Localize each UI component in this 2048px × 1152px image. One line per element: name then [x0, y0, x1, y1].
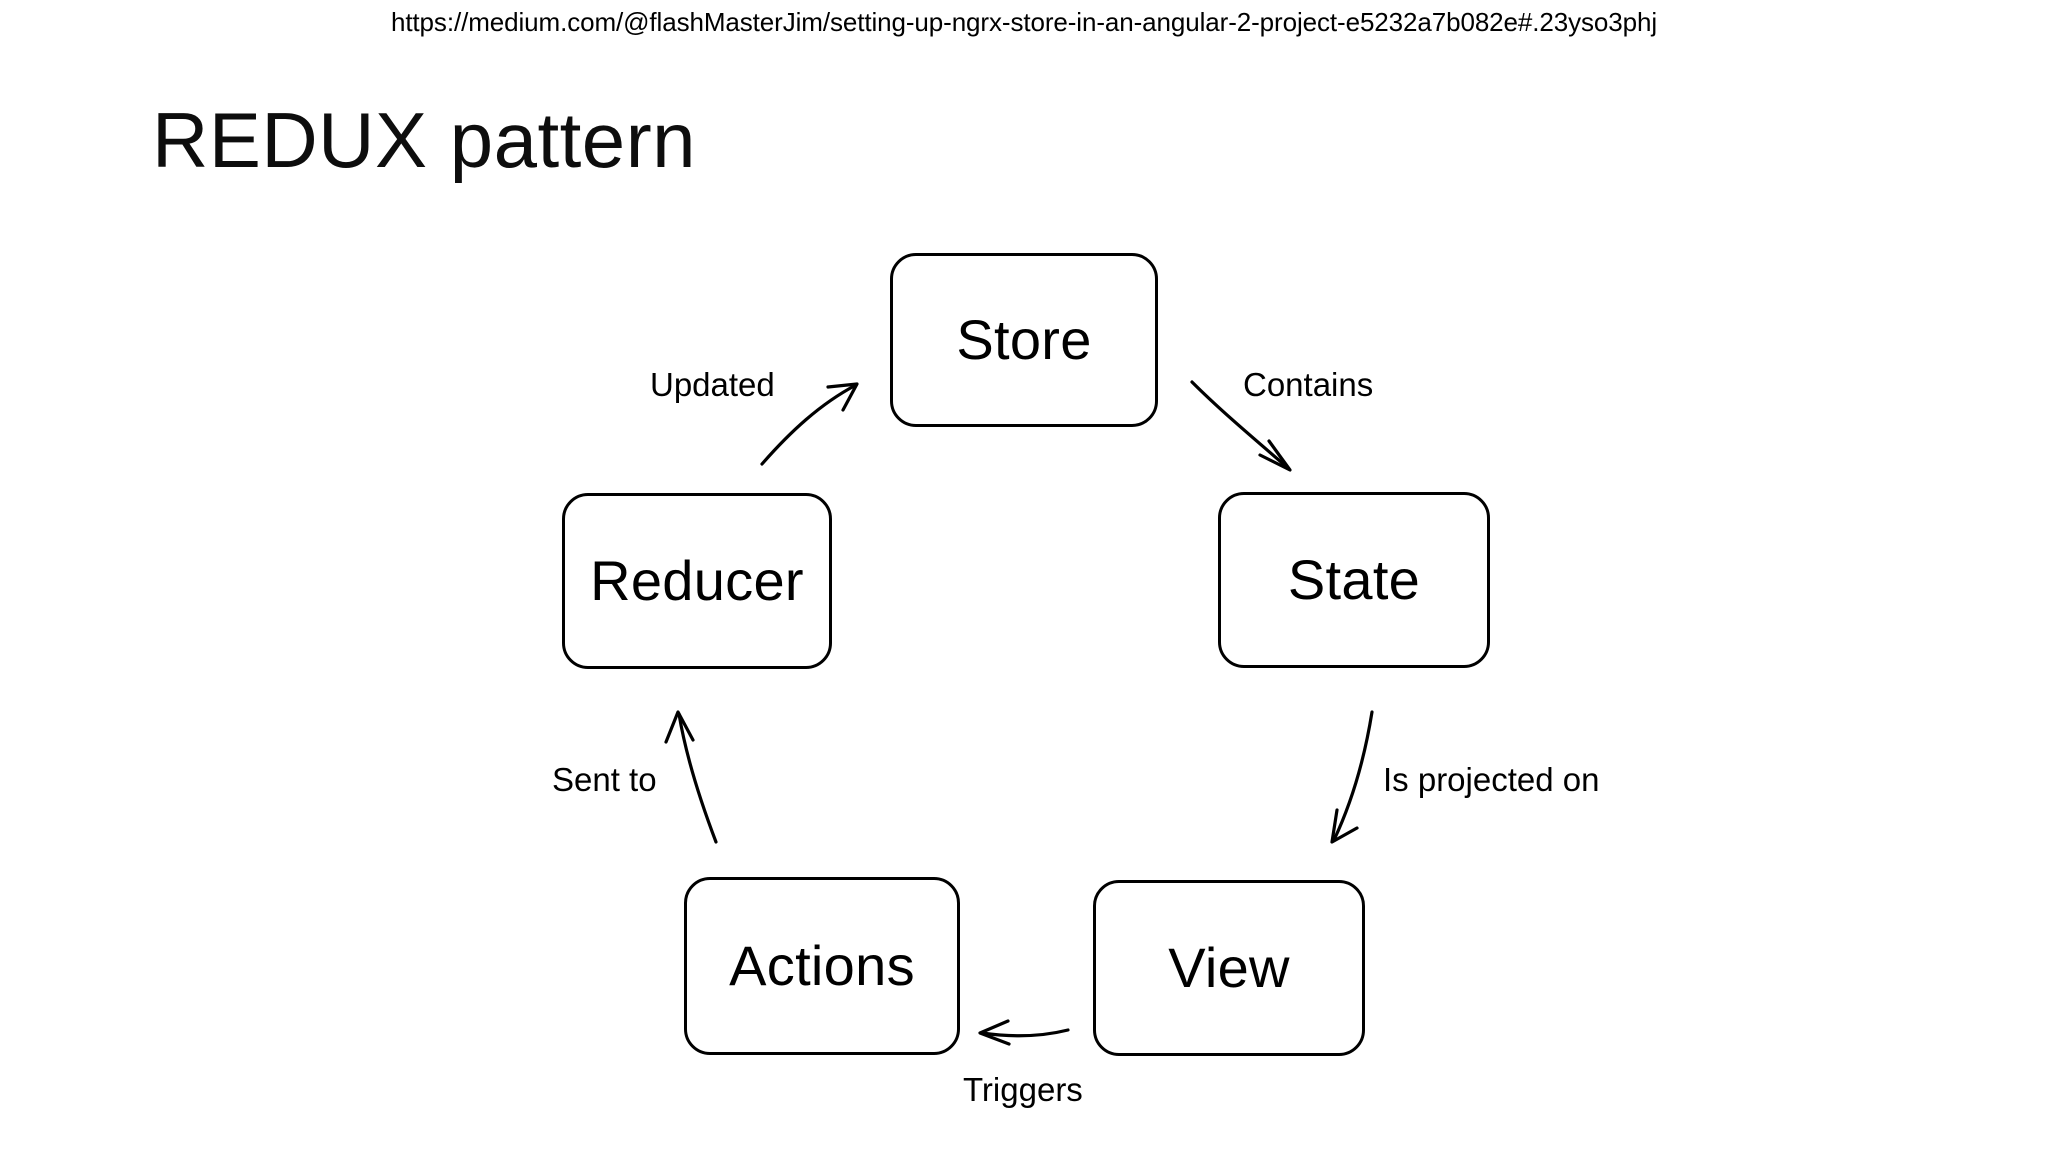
node-label-reducer: Reducer [590, 549, 804, 612]
node-label-actions: Actions [729, 934, 915, 997]
edge-label-triggers: Triggers [963, 1071, 1083, 1108]
arrow-state-to-view [1330, 710, 1374, 844]
diagram-node-store[interactable]: Store [890, 253, 1158, 427]
arrow-reducer-to-store [760, 382, 859, 466]
diagram-node-view[interactable]: View [1093, 880, 1365, 1056]
diagram-node-actions[interactable]: Actions [684, 877, 960, 1055]
edge-label-is-projected-on: Is projected on [1383, 761, 1600, 798]
arrow-view-to-actions [978, 1019, 1070, 1046]
arrow-actions-to-reducer [664, 710, 718, 844]
arrow-store-to-state [1190, 380, 1292, 472]
source-url-text: https://medium.com/@flashMasterJim/setti… [390, 7, 1658, 37]
edge-label-sent-to: Sent to [552, 761, 657, 798]
edge-label-updated: Updated [650, 366, 775, 403]
page-title: REDUX pattern [152, 96, 697, 184]
node-label-store: Store [956, 308, 1092, 371]
diagram-node-state[interactable]: State [1218, 492, 1490, 668]
edge-label-contains: Contains [1243, 366, 1374, 403]
node-label-view: View [1168, 936, 1290, 999]
diagram-node-reducer[interactable]: Reducer [562, 493, 832, 669]
node-label-state: State [1287, 548, 1421, 611]
